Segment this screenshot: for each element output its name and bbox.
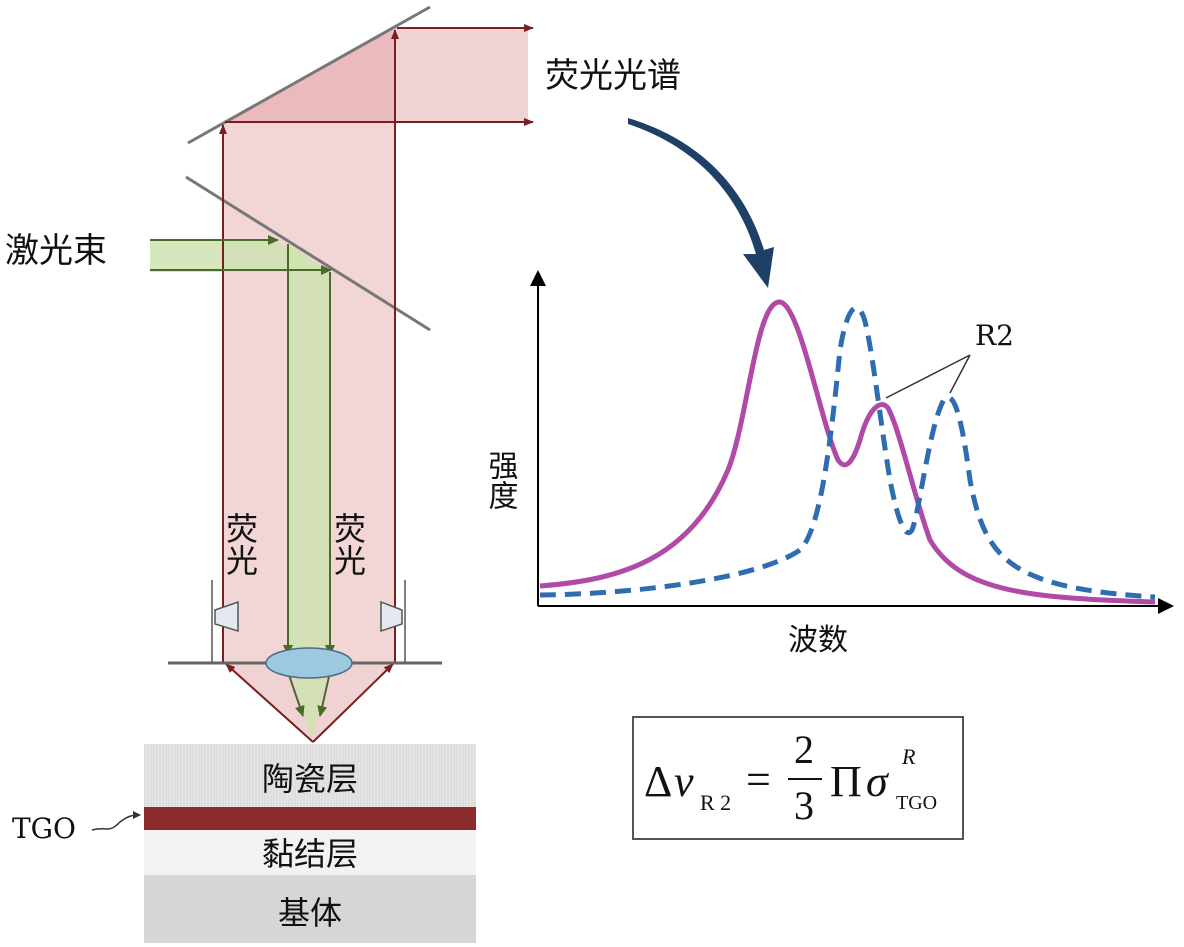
formula-pi: Π xyxy=(830,757,862,806)
fluorescence-rays xyxy=(219,24,534,743)
plot-axes xyxy=(530,270,1174,614)
substrate-label: 基体 xyxy=(278,894,342,932)
y-axis-label: 强度 xyxy=(483,450,518,510)
lens xyxy=(265,647,353,679)
formula-delta: Δ xyxy=(644,757,673,806)
laser-rays xyxy=(150,235,335,717)
formula-fraction-bar xyxy=(788,778,822,780)
formula-nu: v xyxy=(674,757,694,806)
fluorescence-beam xyxy=(223,28,528,742)
tgo-layer xyxy=(144,807,476,830)
formula-equals: = xyxy=(746,755,771,804)
ceramic-layer-label: 陶瓷层 xyxy=(262,760,358,798)
spectrum-curve-blue-dashed xyxy=(539,305,1156,600)
fluorescence-spectrum-label: 荧光光谱 xyxy=(545,56,681,96)
formula-nu-subscript: R 2 xyxy=(700,790,732,815)
formula-fraction-denominator: 3 xyxy=(794,783,814,828)
tgo-label: TGO xyxy=(12,812,76,845)
tgo-pointer xyxy=(91,811,141,831)
x-axis-label: 波数 xyxy=(788,623,848,658)
formula-box: Δ v R 2 = 2 3 Π σ R TGO xyxy=(632,716,964,840)
fluorescence-label-right: 荧光 xyxy=(329,512,367,576)
laser-beam-label: 激光束 xyxy=(5,231,107,271)
sample-stack xyxy=(144,744,476,943)
upper-mirror xyxy=(187,5,431,145)
bond-coat-layer xyxy=(144,830,476,875)
bond-coat-label: 黏结层 xyxy=(262,835,358,873)
ceramic-layer xyxy=(144,744,476,807)
dichroic-mirror xyxy=(185,175,431,332)
spectrum-curve-magenta xyxy=(539,299,1156,605)
r2-label: R2 xyxy=(975,319,1014,352)
aperture-stops xyxy=(211,580,406,662)
r2-pointers xyxy=(885,354,971,399)
fluorescence-label-left: 荧光 xyxy=(221,512,259,576)
formula-sigma-subscript: TGO xyxy=(896,792,938,814)
formula-sigma: σ xyxy=(866,757,888,806)
formula-sigma-superscript: R xyxy=(902,744,916,769)
spectrum-arrow xyxy=(628,118,774,288)
substrate-layer xyxy=(144,875,476,943)
laser-beam xyxy=(150,240,330,740)
formula-fraction-numerator: 2 xyxy=(794,727,814,772)
